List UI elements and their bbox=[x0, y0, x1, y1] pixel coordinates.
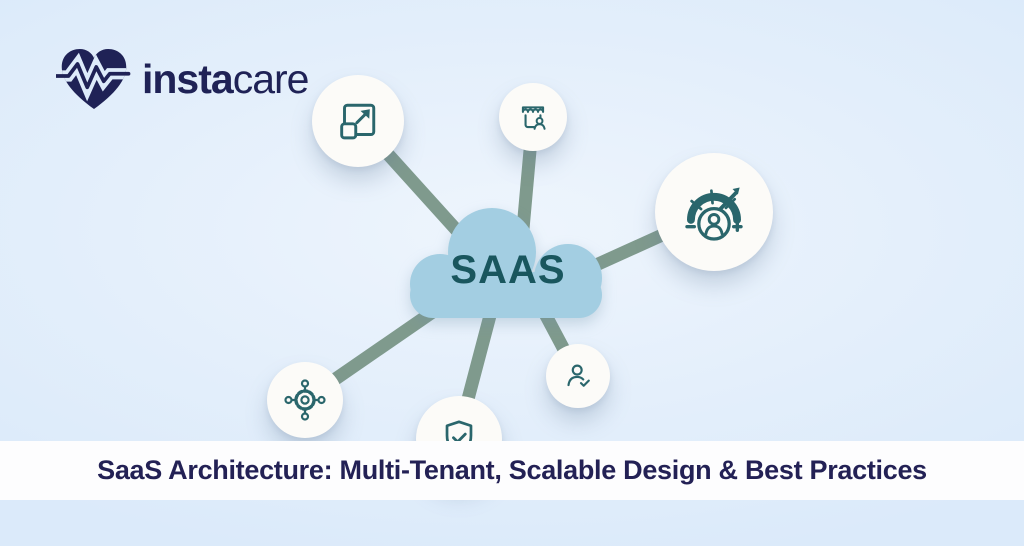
title-banner: SaaS Architecture: Multi-Tenant, Scalabl… bbox=[0, 441, 1024, 500]
gear-network-icon bbox=[284, 379, 326, 421]
scale-expand-icon bbox=[340, 103, 376, 140]
cloud-shape bbox=[410, 208, 602, 318]
gauge-user-icon bbox=[685, 187, 743, 241]
brand-name: instacare bbox=[142, 55, 310, 102]
storefront-user-icon bbox=[521, 106, 546, 130]
heart-pulse-icon bbox=[56, 49, 131, 109]
brand-name-bold: insta bbox=[142, 55, 234, 102]
node-gear-network bbox=[267, 362, 343, 438]
cloud-label: SAAS bbox=[450, 248, 566, 292]
node-user-check bbox=[546, 344, 610, 408]
brand-logo: instacare bbox=[56, 46, 310, 112]
brand-name-light: care bbox=[232, 55, 310, 102]
node-storefront bbox=[499, 83, 567, 151]
page-title: SaaS Architecture: Multi-Tenant, Scalabl… bbox=[97, 455, 927, 485]
node-gauge bbox=[655, 153, 773, 271]
user-check-icon bbox=[567, 364, 590, 387]
saas-cloud: SAAS bbox=[400, 200, 616, 322]
node-scale bbox=[312, 75, 404, 167]
